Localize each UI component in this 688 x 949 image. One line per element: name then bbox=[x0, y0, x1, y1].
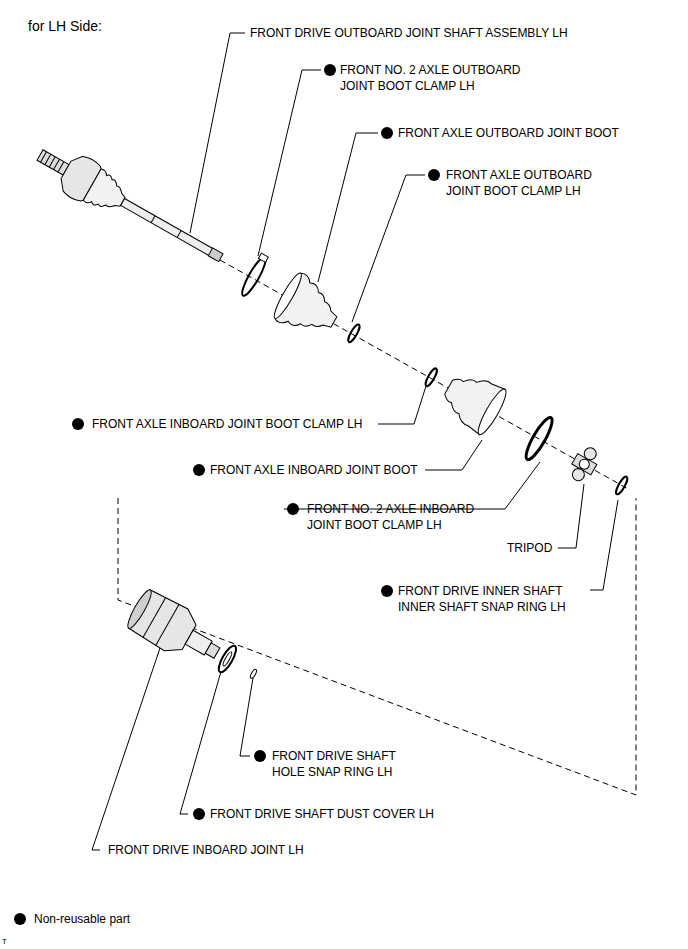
drawing-part bbox=[54, 159, 60, 169]
legend-bullet bbox=[14, 913, 26, 925]
part-label: FRONT DRIVE OUTBOARD JOINT SHAFT ASSEMBL… bbox=[250, 25, 568, 41]
part-label: FRONT AXLE INBOARD JOINT BOOT bbox=[210, 462, 418, 478]
drawing-part bbox=[590, 500, 618, 590]
drawing-part bbox=[193, 808, 205, 820]
part-label: FRONT AXLE INBOARD JOINT BOOT CLAMP LH bbox=[92, 416, 363, 432]
drawing-part bbox=[240, 678, 253, 756]
drawing-part bbox=[92, 648, 160, 850]
page-mark: T bbox=[2, 934, 7, 949]
inboard-joint bbox=[123, 586, 267, 696]
drawing-part bbox=[49, 157, 55, 167]
drawing-part bbox=[205, 643, 220, 658]
drawing-part bbox=[83, 168, 132, 218]
drawing-part bbox=[428, 169, 440, 181]
drawing-part bbox=[180, 668, 222, 814]
drawing-part bbox=[151, 216, 155, 223]
part-label: FRONT NO. 2 AXLE OUTBOARD JOINT BOOT CLA… bbox=[340, 62, 540, 94]
diagram-title: for LH Side: bbox=[28, 18, 102, 34]
drawing-part bbox=[37, 150, 69, 175]
drawing-part bbox=[271, 271, 305, 321]
drawing-part bbox=[381, 585, 393, 597]
drawing-part bbox=[424, 367, 439, 387]
assembly-outline bbox=[118, 260, 636, 795]
drawing-part bbox=[41, 152, 47, 162]
drawing-part bbox=[558, 484, 584, 548]
drawing-part bbox=[58, 162, 64, 172]
part-label: FRONT AXLE OUTBOARD JOINT BOOT CLAMP LH bbox=[446, 167, 611, 199]
drawing-part bbox=[381, 127, 393, 139]
part-label: FRONT NO. 2 AXLE INBOARD JOINT BOOT CLAM… bbox=[307, 501, 492, 533]
drawing-part bbox=[72, 418, 84, 430]
legend-text: Non-reusable part bbox=[34, 911, 130, 927]
leader-lines bbox=[92, 33, 618, 850]
part-label: FRONT AXLE OUTBOARD JOINT BOOT bbox=[398, 125, 619, 141]
drawing-part bbox=[318, 133, 378, 282]
drawing-part bbox=[474, 386, 510, 437]
drawing-part bbox=[522, 415, 556, 463]
part-label: FRONT DRIVE SHAFT HOLE SNAP RING LH bbox=[272, 748, 412, 780]
drawing-part bbox=[425, 440, 482, 470]
part-label: TRIPOD bbox=[507, 540, 552, 556]
drawing-part bbox=[378, 386, 426, 424]
drawing-part bbox=[249, 668, 257, 679]
drawing-part bbox=[254, 750, 266, 762]
drawing-part bbox=[156, 604, 180, 646]
drawing-part bbox=[220, 260, 630, 490]
drawing-part bbox=[324, 64, 336, 76]
part-label: FRONT DRIVE INNER SHAFT INNER SHAFT SNAP… bbox=[398, 583, 583, 615]
drawing-part bbox=[222, 651, 233, 667]
drawing-part bbox=[346, 323, 361, 343]
drawing-part bbox=[121, 198, 221, 259]
drawing-part bbox=[258, 253, 268, 262]
drawing-part bbox=[127, 588, 201, 658]
outboard-shaft bbox=[29, 136, 232, 277]
part-label: FRONT DRIVE SHAFT DUST COVER LH bbox=[210, 806, 434, 822]
drawing-part bbox=[216, 643, 240, 674]
drawing-part bbox=[352, 175, 425, 322]
drawing-part bbox=[614, 475, 629, 495]
drawing-part bbox=[193, 464, 205, 476]
drawing-part bbox=[577, 457, 591, 471]
drawing-part bbox=[118, 498, 636, 795]
drawing-part bbox=[287, 503, 299, 515]
drawing-part bbox=[258, 70, 321, 256]
drawing-part bbox=[45, 154, 51, 164]
non-reusable-bullets bbox=[72, 64, 440, 820]
drawing-part bbox=[208, 248, 223, 262]
part-label: FRONT DRIVE INBOARD JOINT LH bbox=[108, 842, 304, 858]
drawing-part bbox=[177, 231, 181, 238]
drawing-part bbox=[143, 597, 166, 637]
drawing-part bbox=[190, 33, 245, 233]
